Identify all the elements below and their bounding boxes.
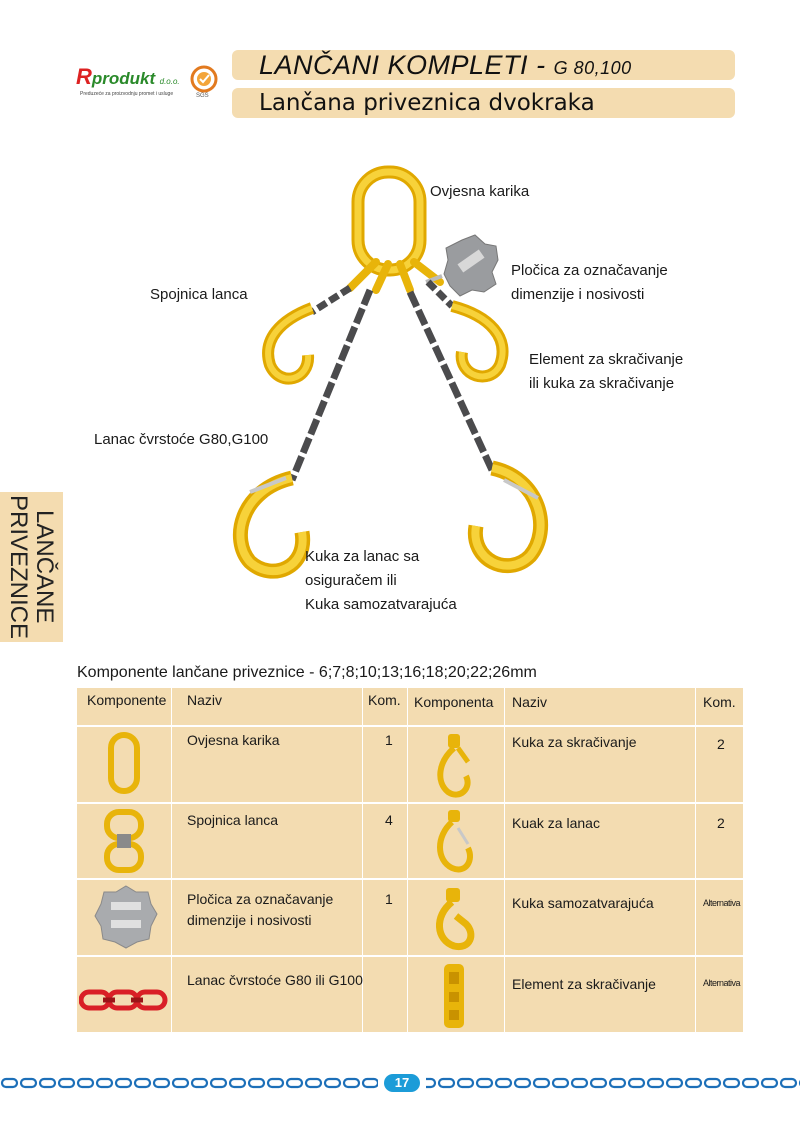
- row4-right-name: Element za skračivanje: [512, 976, 656, 992]
- col-divider: [171, 688, 172, 1032]
- row3-left-qty: 1: [385, 891, 393, 907]
- table-caption: Komponente lančane priveznice - 6;7;8;10…: [77, 664, 537, 681]
- left-bottom-hook: [232, 470, 311, 579]
- certification-badge: SGS: [188, 64, 222, 104]
- logo-doo: d.o.o.: [159, 77, 180, 86]
- company-logo: Rprodukt d.o.o. Preduzeće za proizvodnju…: [76, 64, 186, 100]
- components-table: Komponente Naziv Kom. Komponenta Naziv K…: [77, 688, 743, 1032]
- row4-left-name: Lanac čvrstoće G80 ili G100: [187, 972, 363, 988]
- left-chain-leg: [288, 285, 374, 482]
- right-bottom-hook: [467, 460, 549, 574]
- col-divider: [504, 688, 505, 1032]
- row2-left-name: Spojnica lanca: [187, 812, 279, 828]
- label-shortening-line1: Element za skračivanje: [529, 351, 684, 368]
- id-tag-thumbnail: [94, 885, 158, 949]
- row4-right-qty: Alternativa: [703, 978, 741, 988]
- row3-left-name-line2: dimenzije i nosivosti: [187, 912, 312, 928]
- label-hook-line3: Kuka samozatvarajuća: [305, 596, 457, 613]
- page-subtitle: Lančana priveznica dvokraka: [259, 90, 595, 116]
- label-id-tag: Pločica za označavanje dimenzije i nosiv…: [511, 259, 668, 307]
- title-main: LANČANI KOMPLETI -: [259, 50, 554, 80]
- page-title: LANČANI KOMPLETI - G 80,100: [259, 50, 632, 81]
- master-link-thumbnail: [108, 732, 140, 794]
- footer-chain-decoration: [0, 1076, 800, 1090]
- label-master-link: Ovjesna karika: [430, 183, 530, 200]
- left-shortening-hook: [262, 302, 315, 385]
- row2-right-qty: 2: [717, 815, 725, 831]
- certification-icon: [190, 65, 218, 93]
- page-number: 17: [384, 1074, 420, 1092]
- side-section-tab: LANČANE PRIVEZNICE: [0, 492, 63, 642]
- chain-hook-thumbnail: [437, 810, 473, 873]
- row-divider: [77, 878, 743, 880]
- side-tab-line2: PRIVEZNICE: [5, 495, 32, 640]
- label-id-tag-line2: dimenzije i nosivosti: [511, 286, 645, 303]
- header-components: Komponente: [87, 692, 167, 708]
- logo-r: R: [76, 64, 92, 89]
- row1-right-qty: 2: [717, 736, 725, 752]
- subtitle-bar: [232, 88, 735, 118]
- row3-right-qty: Alternativa: [703, 898, 741, 908]
- shortening-hook-thumbnail: [437, 734, 471, 798]
- label-shortening-element: Element za skračivanje ili kuka za skrač…: [529, 348, 683, 396]
- connector-thumbnail: [104, 809, 144, 873]
- red-chain-thumbnail: [79, 989, 168, 1011]
- logo-wordmark: Rprodukt d.o.o.: [76, 64, 180, 90]
- row2-left-qty: 4: [385, 812, 393, 828]
- col-divider: [362, 688, 363, 1032]
- row1-left-qty: 1: [385, 732, 393, 748]
- header-name-right: Naziv: [512, 694, 548, 710]
- label-hook-line1: Kuka za lanac sa: [305, 548, 420, 565]
- label-connector: Spojnica lanca: [150, 286, 248, 303]
- self-locking-hook-thumbnail: [436, 888, 475, 951]
- label-hook-line2: osiguračem ili: [305, 572, 397, 589]
- row1-left-name: Ovjesna karika: [187, 732, 280, 748]
- label-hook: Kuka za lanac sa osiguračem ili Kuka sam…: [305, 545, 457, 617]
- row-divider: [77, 955, 743, 957]
- two-leg-chain-sling-diagram: [232, 165, 549, 579]
- label-shortening-line2: ili kuka za skračivanje: [529, 375, 675, 392]
- row3-right-name: Kuka samozatvarajuća: [512, 895, 654, 911]
- row3-left-name-line1: Pločica za označavanje: [187, 891, 334, 907]
- connectors: [346, 258, 444, 294]
- title-bar: [232, 50, 735, 80]
- row2-right-name: Kuak za lanac: [512, 815, 600, 831]
- logo-tagline: Preduzeće za proizvodnju promet i usluge: [80, 91, 174, 97]
- cert-text: SGS: [196, 93, 209, 99]
- row-divider: [77, 725, 743, 727]
- master-link-illustration: [351, 165, 427, 277]
- shortening-element-thumbnail: [444, 964, 464, 1028]
- title-grade: G 80,100: [553, 58, 632, 78]
- header-component: Komponenta: [414, 694, 494, 710]
- col-divider: [695, 688, 696, 1032]
- side-tab-line1: LANČANE: [31, 510, 58, 624]
- header-qty-right: Kom.: [703, 694, 736, 710]
- header-name: Naziv: [187, 692, 223, 708]
- col-divider: [407, 688, 408, 1032]
- label-id-tag-line1: Pločica za označavanje: [511, 262, 668, 279]
- right-shortening-hook: [450, 300, 509, 383]
- row1-right-name: Kuka za skračivanje: [512, 734, 637, 750]
- row-divider: [77, 802, 743, 804]
- label-chain: Lanac čvrstoće G80,G100: [94, 431, 269, 448]
- right-chain-leg: [406, 279, 496, 472]
- row3-left-name: Pločica za označavanje dimenzije i nosiv…: [187, 889, 333, 931]
- id-tag-illustration: [425, 234, 499, 297]
- logo-name: produkt: [91, 69, 156, 88]
- header-qty: Kom.: [368, 692, 401, 708]
